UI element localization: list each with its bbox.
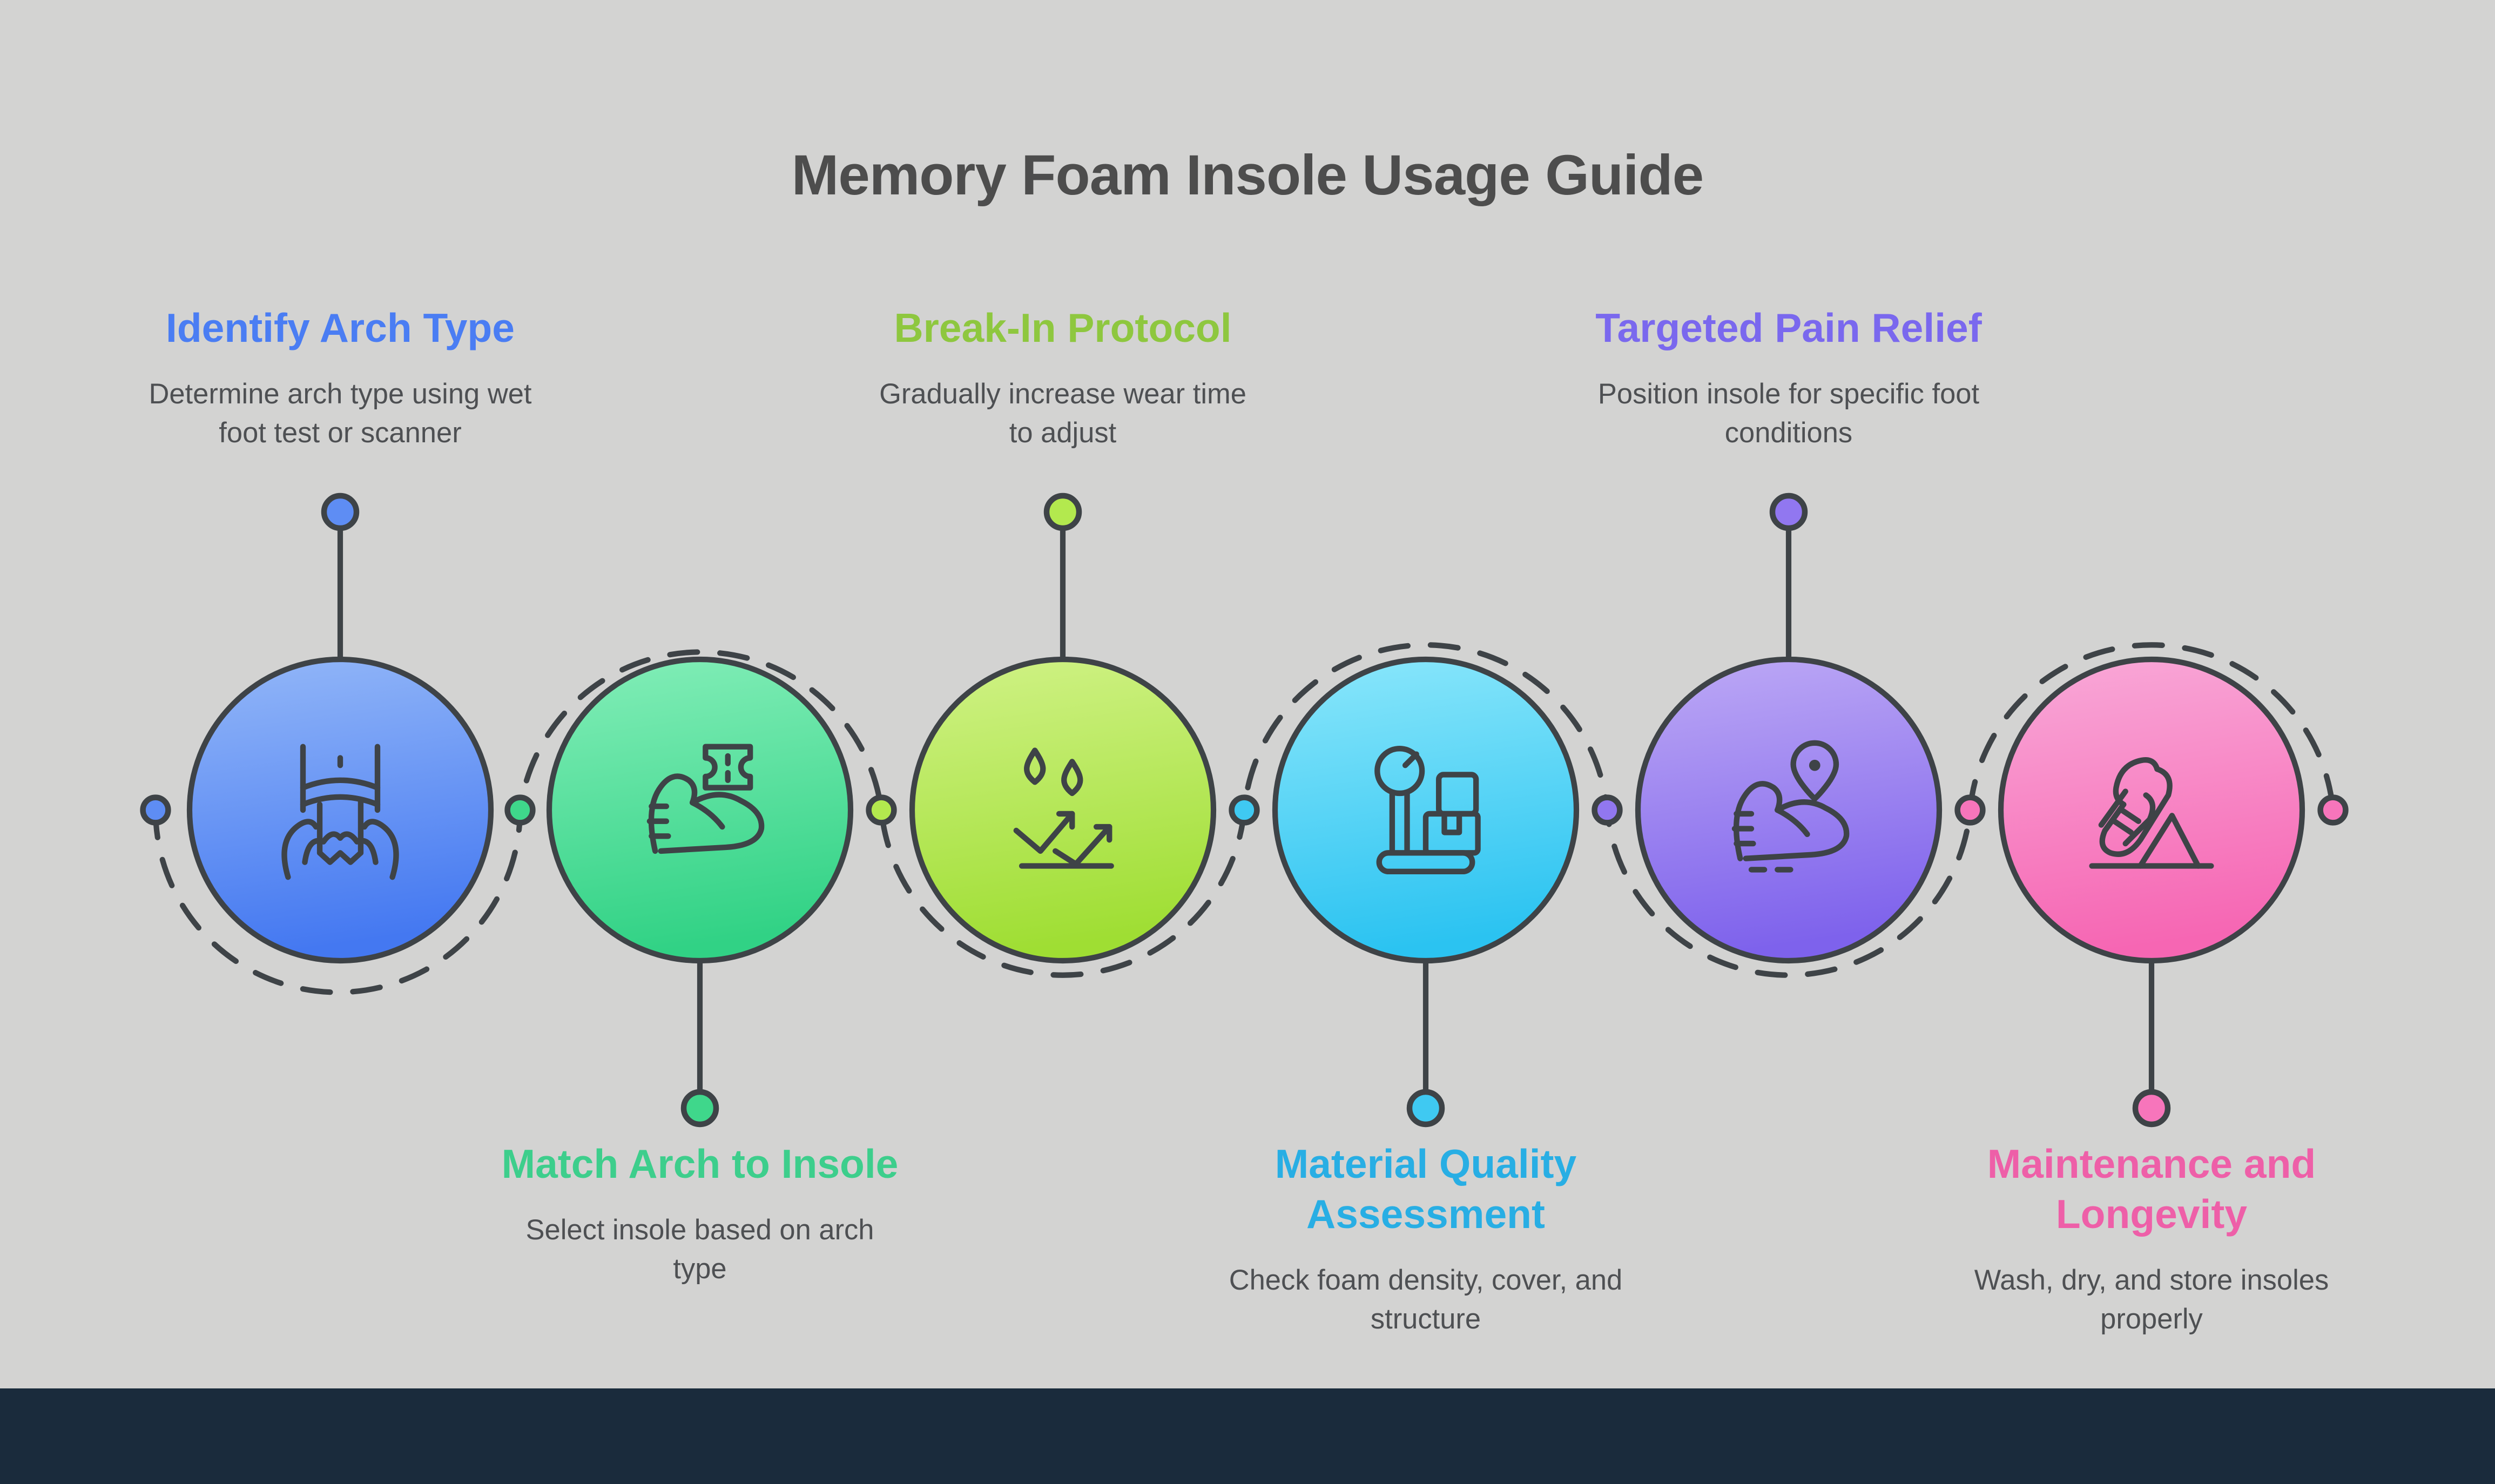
step-5-label: Targeted Pain Relief Position insole for… <box>1529 305 2048 452</box>
step-1-circle <box>186 656 494 964</box>
step-4-label: Material Quality Assessment Check foam d… <box>1166 1141 1685 1338</box>
step-6-label: Maintenance and Longevity Wash, dry, and… <box>1892 1141 2411 1338</box>
step-1-title: Identify Arch Type <box>166 306 515 352</box>
step-6-description: Wash, dry, and store insoles properly <box>1974 1264 2329 1335</box>
connector-dot <box>2317 794 2349 826</box>
step-1-description: Determine arch type using wet foot test … <box>149 377 532 449</box>
step-5-description: Position insole for specific foot condit… <box>1597 377 1980 449</box>
moisture-drops-icon <box>1013 747 1114 869</box>
connector-dot <box>1954 794 1986 826</box>
step-1-node-dot <box>321 493 360 531</box>
step-6-node-dot <box>2132 1089 2171 1128</box>
step-3-label: Break-In Protocol Gradually increase wea… <box>804 305 1322 452</box>
step-2-circle <box>546 656 854 964</box>
step-3-node-dot <box>1043 493 1082 531</box>
connector-dot <box>504 794 536 826</box>
weighing-scale-icon <box>1374 745 1481 875</box>
step-2-node-dot <box>680 1089 719 1128</box>
step-4-circle <box>1272 656 1580 964</box>
insole-location-pin-icon <box>1731 740 1850 873</box>
page-title: Memory Foam Insole Usage Guide <box>791 145 1704 208</box>
step-1-label: Identify Arch Type Determine arch type u… <box>81 305 599 452</box>
step-3-description: Gradually increase wear time to adjust <box>879 377 1246 449</box>
step-4-title: Material Quality Assessment <box>1275 1142 1577 1238</box>
step-2-label: Match Arch to Insole Select insole based… <box>441 1141 959 1288</box>
connector-dot <box>1229 794 1260 826</box>
connector-dot <box>866 794 897 826</box>
shoe-drying-icon <box>2089 757 2214 869</box>
step-4-description: Check foam density, cover, and structure <box>1229 1264 1623 1335</box>
step-3-title: Break-In Protocol <box>894 306 1232 352</box>
wet-foot-test-icon <box>281 744 399 880</box>
step-3-circle <box>909 656 1217 964</box>
step-5-title: Targeted Pain Relief <box>1595 306 1982 352</box>
connector-dot <box>1592 794 1623 826</box>
step-2-title: Match Arch to Insole <box>501 1142 899 1188</box>
connector-dot <box>140 794 171 826</box>
step-6-title: Maintenance and Longevity <box>1987 1142 2316 1238</box>
step-4-node-dot <box>1406 1089 1445 1128</box>
step-5-node-dot <box>1769 493 1808 531</box>
insole-ticket-icon <box>646 744 765 854</box>
step-2-description: Select insole based on arch type <box>525 1213 874 1285</box>
step-5-circle <box>1635 656 1943 964</box>
footer-bar <box>0 1388 2495 1484</box>
